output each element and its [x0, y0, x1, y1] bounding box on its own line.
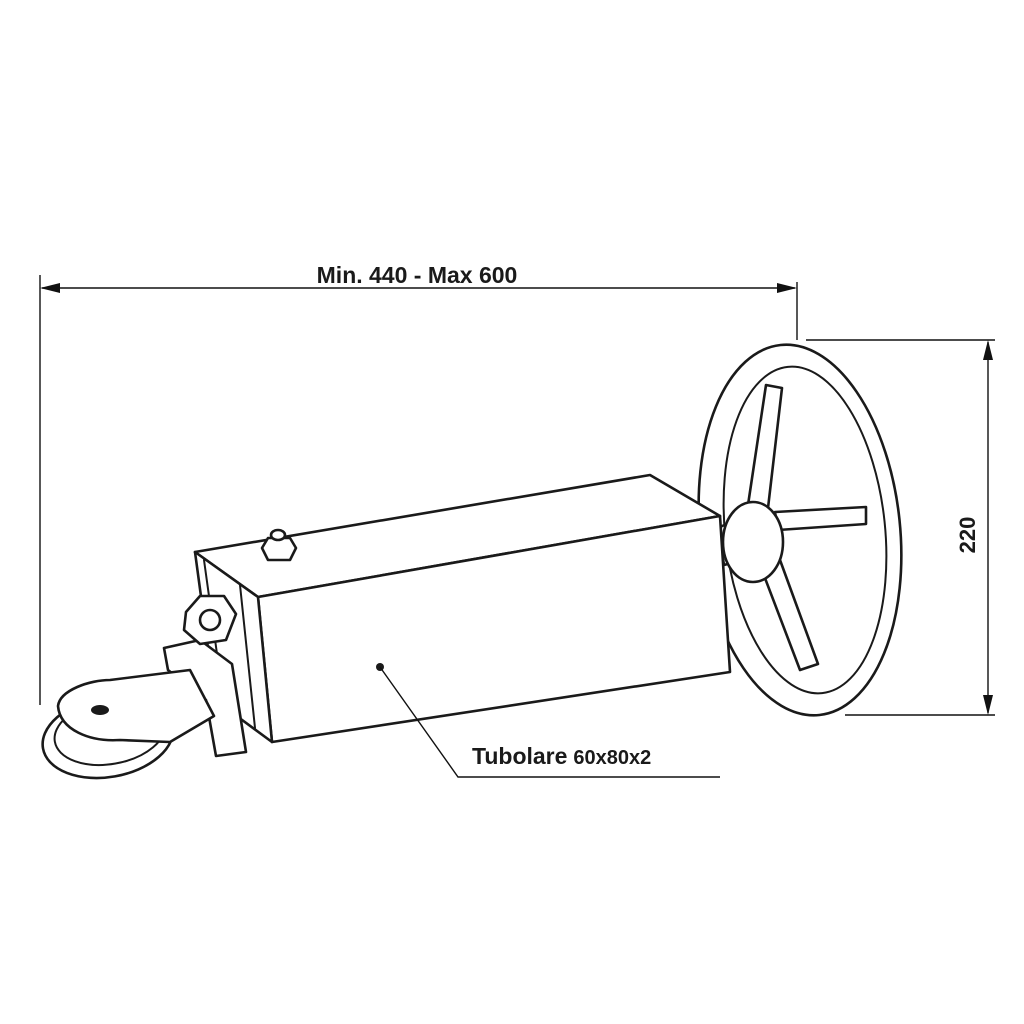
rectangular-tube-icon [193, 473, 732, 744]
right-arrow-icon [777, 283, 797, 293]
length-dimension-label: Min. 440 - Max 600 [317, 262, 518, 288]
pulley-axle-hole [91, 705, 109, 715]
hex-nut-icon [182, 594, 238, 646]
tube-end-inner-line-2 [239, 584, 256, 729]
pulley-arm [56, 668, 216, 744]
height-dimension: 220 [806, 339, 995, 716]
tube-callout: Tubolare 60x80x2 [379, 666, 720, 778]
handwheel-icon [697, 343, 903, 717]
bolt-stud [269, 528, 287, 542]
handwheel-hub [721, 500, 785, 584]
bolt-hex-base [260, 536, 298, 562]
height-dimension-label: 220 [955, 517, 980, 554]
tube-callout-label: Tubolare 60x80x2 [472, 743, 651, 769]
tube-callout-size: 60x80x2 [573, 747, 651, 769]
bolt-icon [260, 528, 298, 562]
callout-leader-line [379, 666, 720, 778]
bottom-arrow-icon [983, 695, 993, 715]
tube-callout-title: Tubolare [472, 743, 567, 769]
pulley-icon [41, 668, 216, 780]
nut-hole [198, 608, 222, 632]
left-arrow-icon [40, 283, 60, 293]
top-arrow-icon [983, 340, 993, 360]
length-dimension: Min. 440 - Max 600 [39, 262, 798, 705]
